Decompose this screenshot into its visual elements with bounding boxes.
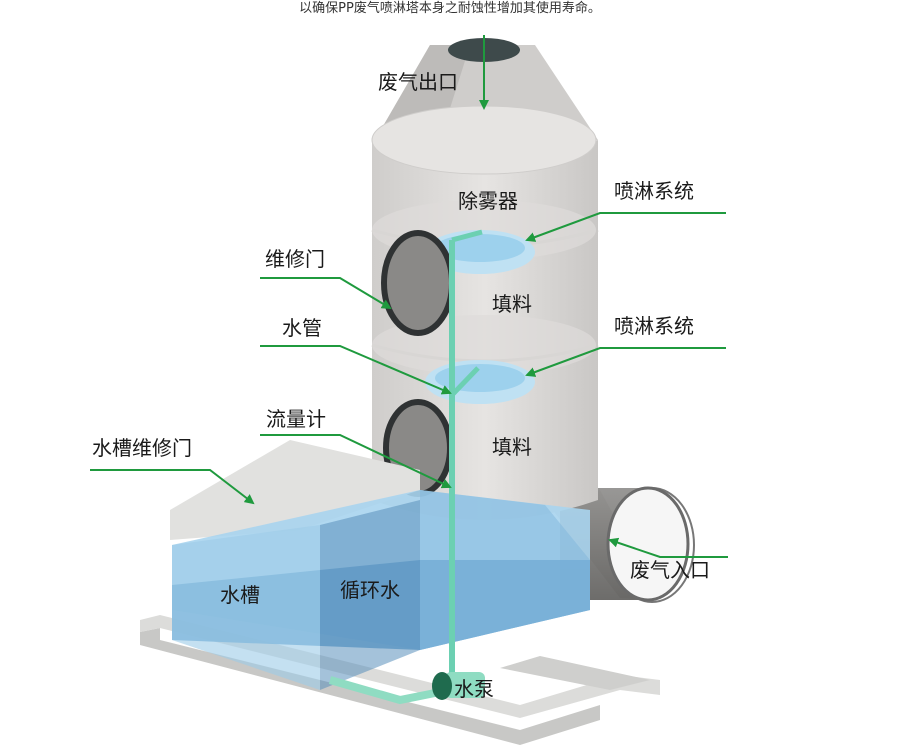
label-water-pipe: 水管 (282, 316, 322, 340)
water-pipe (328, 229, 483, 705)
arrow-spray-upper (525, 212, 726, 242)
label-tank-maintenance-door: 水槽维修门 (92, 436, 192, 460)
label-maintenance-door: 维修门 (265, 247, 325, 271)
maintenance-door-upper (381, 230, 455, 336)
label-water-tank: 水槽 (220, 583, 260, 607)
label-demister: 除雾器 (458, 189, 518, 213)
arrow-water-pipe (260, 345, 452, 395)
label-exhaust-outlet: 废气出口 (378, 70, 458, 94)
arrow-flow-meter (260, 434, 452, 489)
water-pump (432, 672, 485, 700)
label-spray-system-lower: 喷淋系统 (614, 314, 694, 338)
label-packing-upper: 填料 (492, 292, 532, 316)
arrow-exhaust-inlet (608, 537, 728, 558)
arrow-tank-door (90, 469, 255, 505)
label-packing-lower: 填料 (492, 435, 532, 459)
spray-disc-lower (425, 360, 535, 404)
water-tank (170, 440, 590, 690)
label-spray-system-upper: 喷淋系统 (614, 179, 694, 203)
arrows (90, 35, 728, 558)
arrow-maintenance-door (260, 277, 392, 310)
caption: 以确保PP废气喷淋塔本身之耐蚀性增加其使用寿命。 (299, 1, 601, 16)
arrow-spray-lower (525, 347, 726, 377)
label-flow-meter: 流量计 (266, 407, 326, 431)
label-exhaust-inlet: 废气入口 (630, 558, 710, 582)
label-water-pump: 水泵 (454, 677, 494, 701)
label-circulating-water: 循环水 (340, 578, 400, 602)
